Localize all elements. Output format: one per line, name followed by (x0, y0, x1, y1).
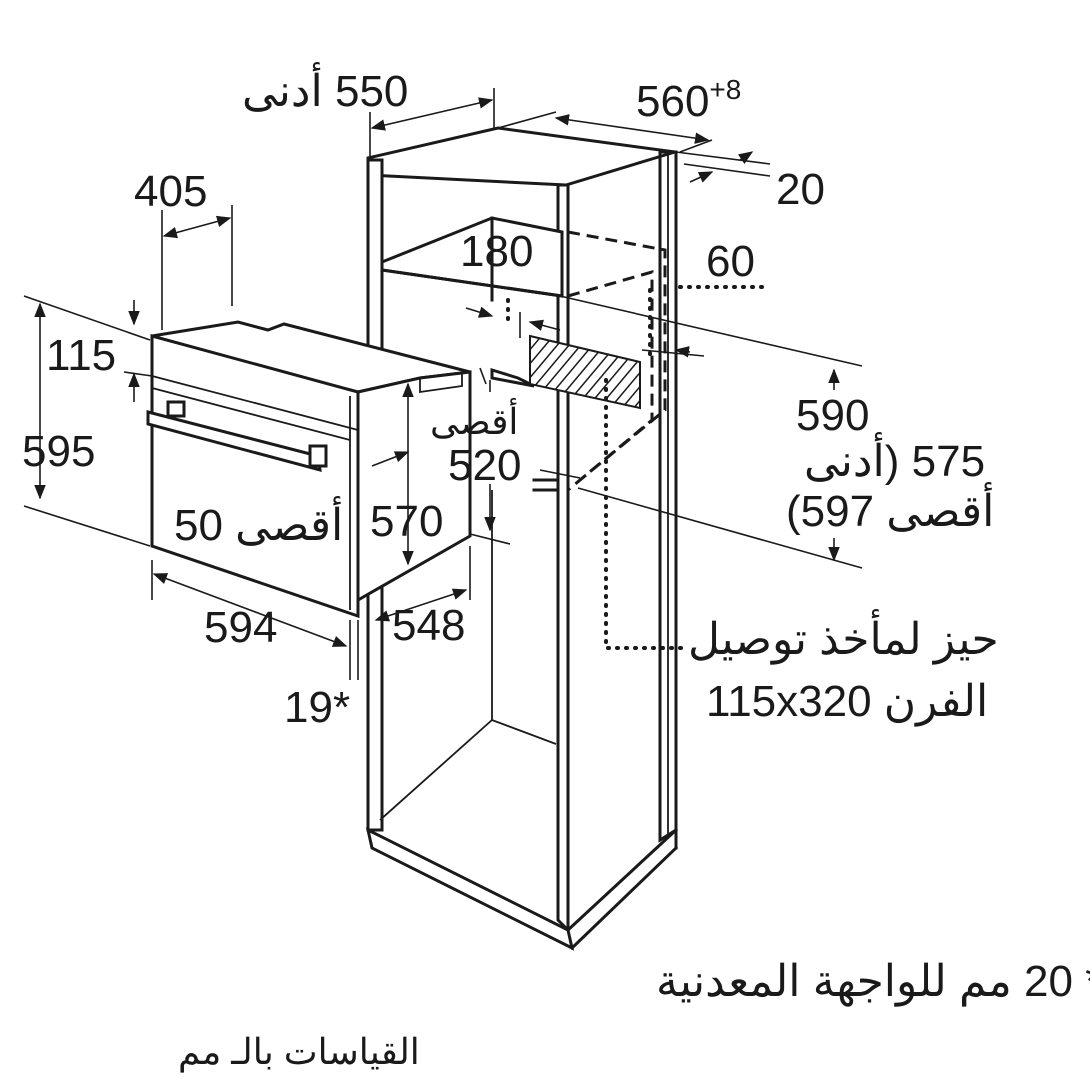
dim-60-label: 60 (706, 237, 755, 286)
dim-115-label: 115 (46, 331, 117, 380)
socket-space-label-line1: حيز لمأخذ توصيل (688, 615, 999, 664)
dim-595-label: 595 (22, 427, 96, 476)
dim-405-label: 405 (134, 167, 208, 216)
dim-597-max-label: أقصى 597) (786, 487, 995, 536)
oven-handle-mount-right (308, 444, 328, 468)
cabinet-inner-floor (379, 718, 557, 821)
dim-19-label: 19* (284, 683, 351, 732)
dim-594-label: 594 (204, 603, 278, 652)
dim-180-label: 180 (460, 227, 534, 276)
cabinet-upper-shelf-front (380, 268, 564, 298)
oven-handle-mount-left (166, 400, 186, 418)
dim-570-label: 570 (370, 497, 444, 546)
oven-front-panel (150, 334, 360, 619)
cabinet (365, 126, 764, 951)
socket-space-label-line2: الفرن 115x320 (706, 677, 989, 726)
dim-20-label: 20 (776, 165, 825, 214)
dim-560-value: 560 (636, 77, 710, 126)
units-note: القياسات بالـ مم (178, 1031, 420, 1072)
cabinet-bottom-edge-front (569, 845, 679, 951)
dim-590-label: 590 (796, 391, 870, 440)
dim-520-label: 520 (448, 441, 522, 490)
dim-50-max-label: أقصى 50 (174, 501, 344, 550)
socket-leader (604, 378, 686, 650)
dimension-lines (23, 88, 863, 680)
dim-max-label: أقصى (430, 401, 519, 442)
cabinet-bottom-edge (565, 827, 679, 933)
oven-handle (146, 410, 322, 473)
cabinet-oven-shelf (490, 367, 535, 388)
metal-front-note: * 20 مم للواجهة المعدنية (656, 957, 1090, 1006)
dim-548-label: 548 (392, 601, 466, 650)
cabinet-bottom (365, 827, 575, 951)
oven-control-strip-line-b (151, 387, 351, 441)
dim-575-min-label: 575 (أدنى (804, 437, 986, 486)
oven-control-strip-line (151, 375, 359, 431)
dim-550-min-label: 550 أدنى (242, 67, 409, 116)
cabinet-top-board (366, 126, 676, 187)
dim-560-tolerance: +8 (709, 74, 742, 105)
dim-560-label: 560+8 (636, 76, 741, 126)
oven-rear-notch (419, 372, 463, 394)
socket-hatched-box (529, 334, 641, 410)
oven (146, 320, 472, 619)
hidden-inner-outline (567, 270, 654, 492)
